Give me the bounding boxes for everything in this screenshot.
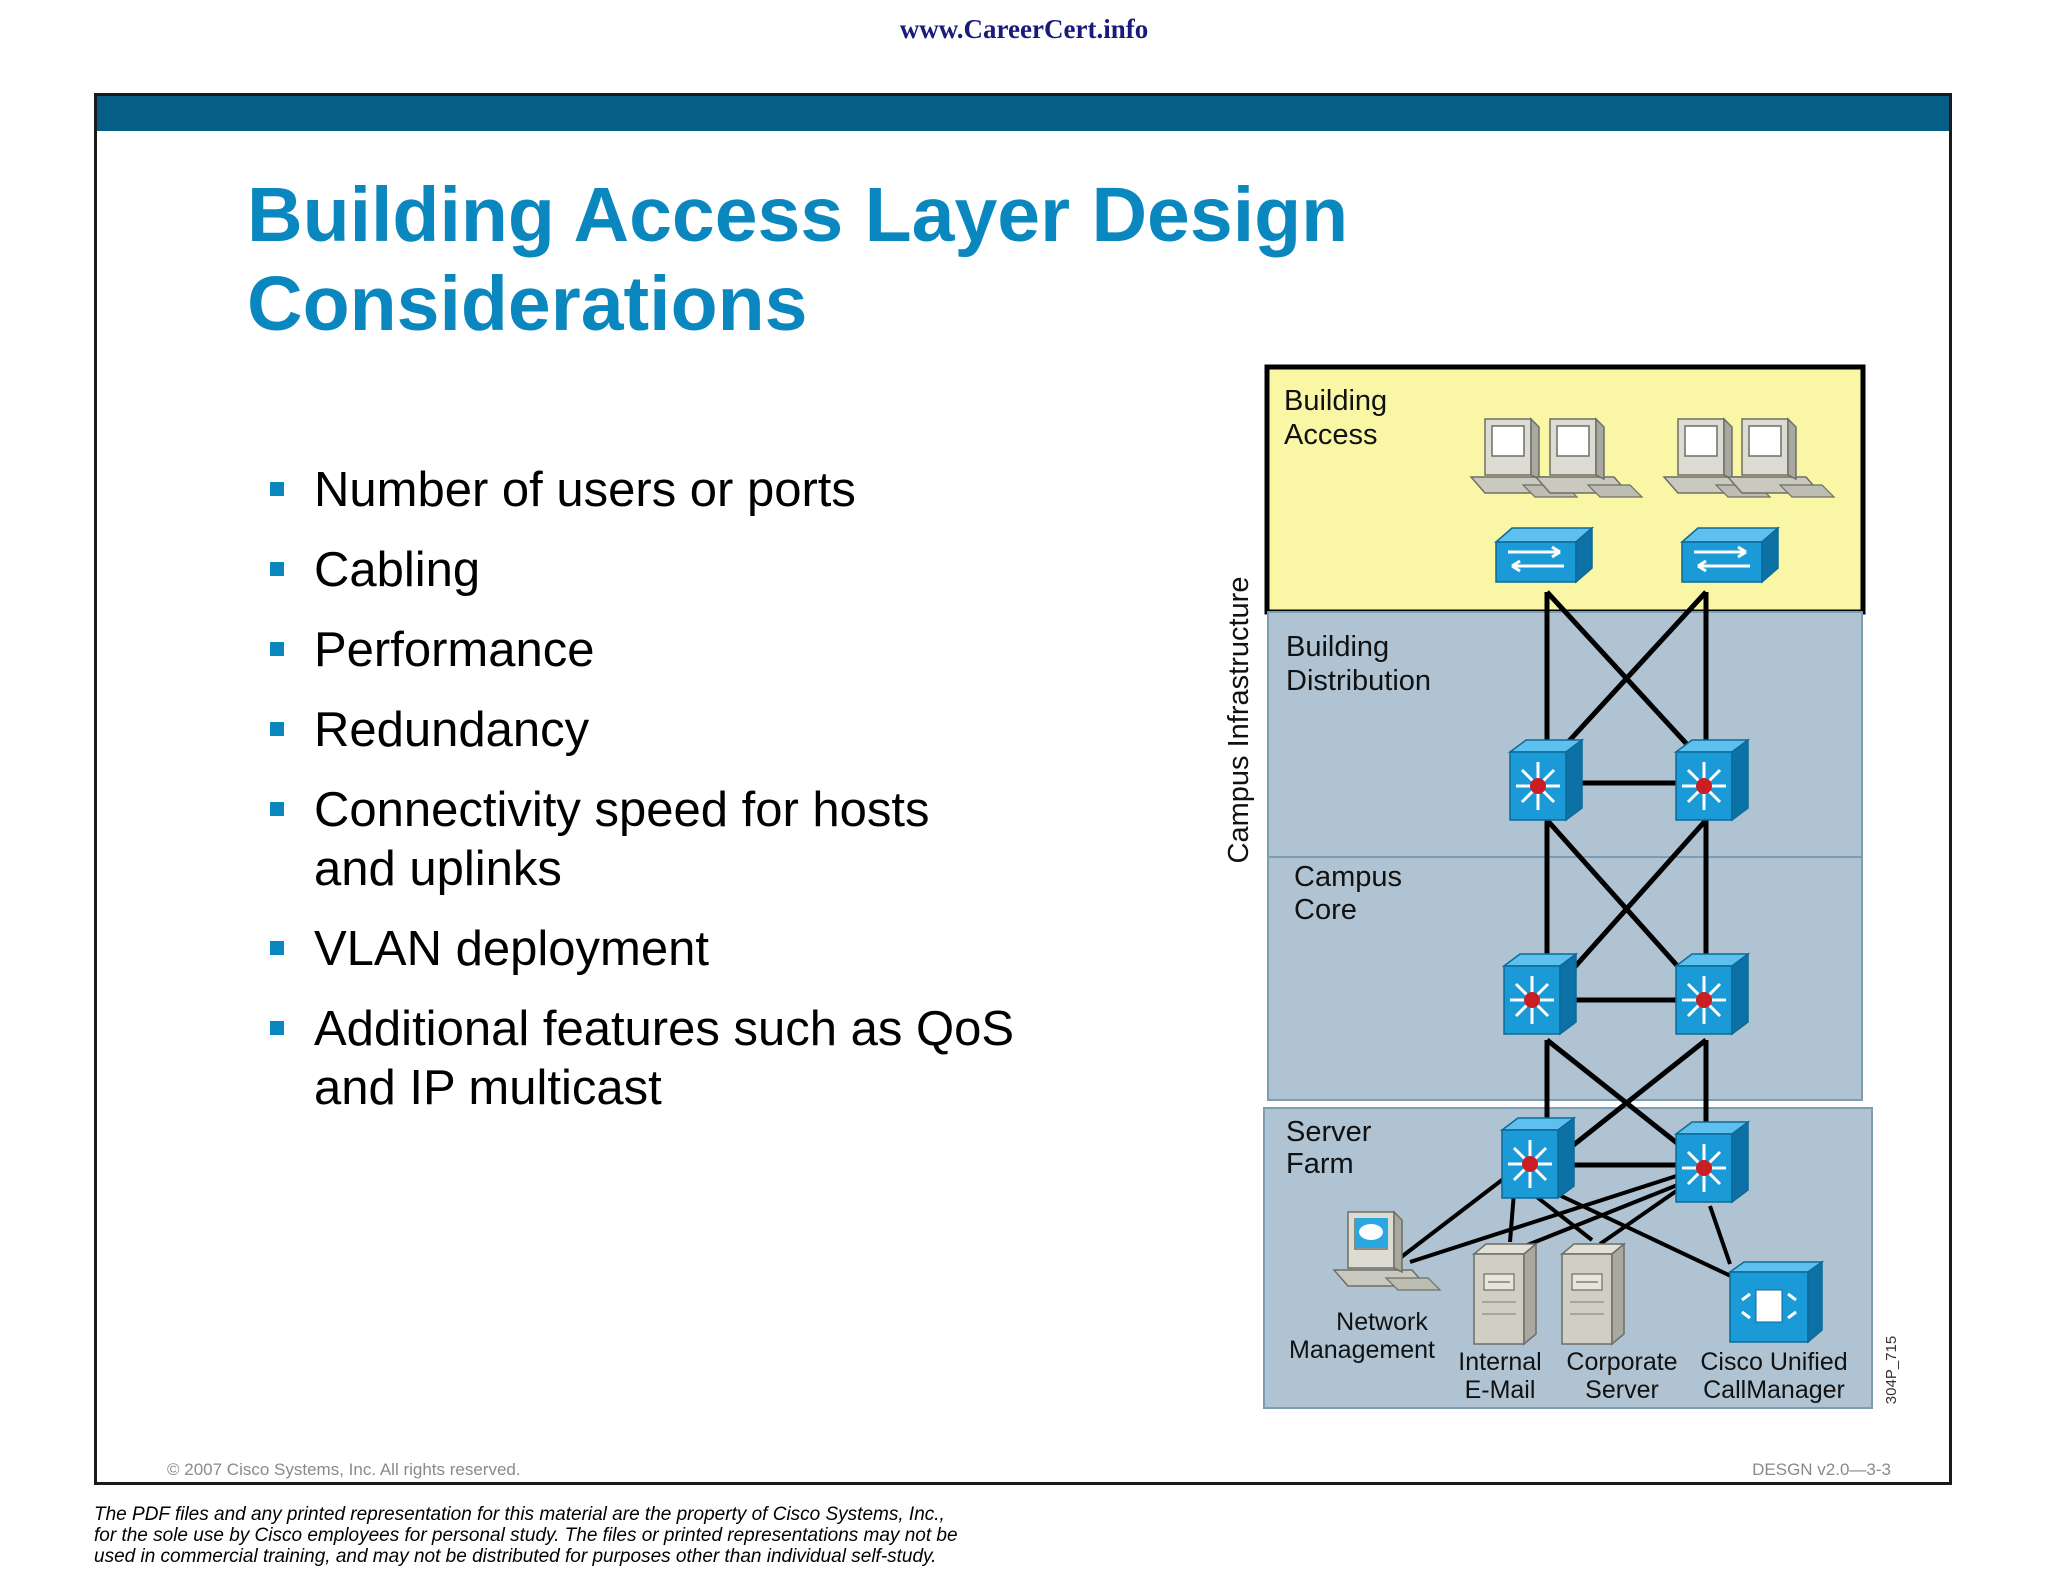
bullet-marker [270, 722, 284, 736]
campus-infrastructure-label: Campus Infrastructure [1223, 577, 1255, 864]
title-line-1: Building Access Layer Design [247, 172, 1349, 258]
callmanager-label-1: Cisco Unified [1700, 1348, 1847, 1376]
building-access-label-1: Building [1284, 385, 1387, 417]
bullet-item: Cabling [270, 541, 1150, 600]
multilayer-switch-icon [1500, 1116, 1576, 1200]
legal-line: The PDF files and any printed representa… [94, 1504, 945, 1525]
callmanager-icon [1727, 1260, 1825, 1344]
bullet-marker [270, 562, 284, 576]
network-management-label-1: Network [1336, 1308, 1428, 1336]
building-distribution-label-1: Building [1286, 631, 1389, 663]
multilayer-switch-icon [1674, 1120, 1750, 1204]
bullet-text: Additional features such as QoS [314, 1002, 1015, 1056]
legal-line: used in commercial training, and may not… [94, 1546, 937, 1567]
multilayer-switch-icon [1674, 952, 1750, 1036]
bullet-marker [270, 642, 284, 656]
corporate-server-icon [1561, 1243, 1625, 1345]
internal-email-server-icon [1473, 1243, 1537, 1345]
corporate-server-label-2: Server [1585, 1376, 1659, 1404]
campus-diagram: Campus Infrastructure Building Access Bu… [1223, 364, 1900, 1409]
corporate-server-label-1: Corporate [1566, 1348, 1677, 1376]
network-management-pc-icon [1333, 1211, 1441, 1291]
bullet-text: Redundancy [314, 703, 590, 757]
course-id: DESGN v2.0—3-3 [1752, 1460, 1891, 1479]
bullet-text: and uplinks [314, 842, 562, 896]
watermark: www.CareerCert.info [899, 14, 1149, 44]
building-distribution-label-2: Distribution [1286, 665, 1431, 697]
callmanager-label-2: CallManager [1703, 1376, 1845, 1404]
multilayer-switch-icon [1502, 952, 1578, 1036]
bullet-marker [270, 941, 284, 955]
bullet-text: VLAN deployment [314, 922, 709, 976]
title-line-2: Considerations [247, 261, 808, 347]
bullet-text: Number of users or ports [314, 463, 856, 517]
legal-notice: The PDF files and any printed representa… [94, 1504, 1094, 1567]
network-management-label-2: Management [1289, 1336, 1435, 1364]
campus-core-label-1: Campus [1294, 861, 1402, 893]
access-switch-icon [1494, 526, 1594, 584]
server-farm-links [1398, 1168, 1736, 1280]
slide-header-bar [97, 96, 1949, 131]
slide-title: Building Access Layer Design Considerati… [247, 171, 1348, 349]
bullet-marker [270, 482, 284, 496]
bullet-item: Performance [270, 621, 1150, 680]
campus-core-label-2: Core [1294, 894, 1357, 926]
internal-email-label-1: Internal [1458, 1348, 1541, 1376]
bullet-item: VLAN deployment [270, 920, 1150, 979]
bullet-text: Cabling [314, 543, 481, 597]
bullet-marker [270, 802, 284, 816]
server-farm-label-1: Server [1286, 1116, 1372, 1148]
figure-id: 304P_715 [1883, 1336, 1900, 1404]
multilayer-switch-icon [1508, 738, 1584, 822]
bullet-item: Number of users or ports [270, 461, 1150, 520]
bullet-text: and IP multicast [314, 1061, 662, 1115]
access-switch-icon [1680, 526, 1780, 584]
bullet-text: Connectivity speed for hosts [314, 783, 930, 837]
bullet-marker [270, 1021, 284, 1035]
legal-line: for the sole use by Cisco employees for … [94, 1525, 958, 1546]
building-access-label-2: Access [1284, 419, 1377, 451]
copyright-notice: © 2007 Cisco Systems, Inc. All rights re… [167, 1460, 521, 1479]
internal-email-label-2: E-Mail [1465, 1376, 1536, 1404]
server-farm-label-2: Farm [1286, 1148, 1354, 1180]
bullet-item: Redundancy [270, 701, 1150, 760]
bullet-text: Performance [314, 623, 595, 677]
multilayer-switch-icon [1674, 738, 1750, 822]
